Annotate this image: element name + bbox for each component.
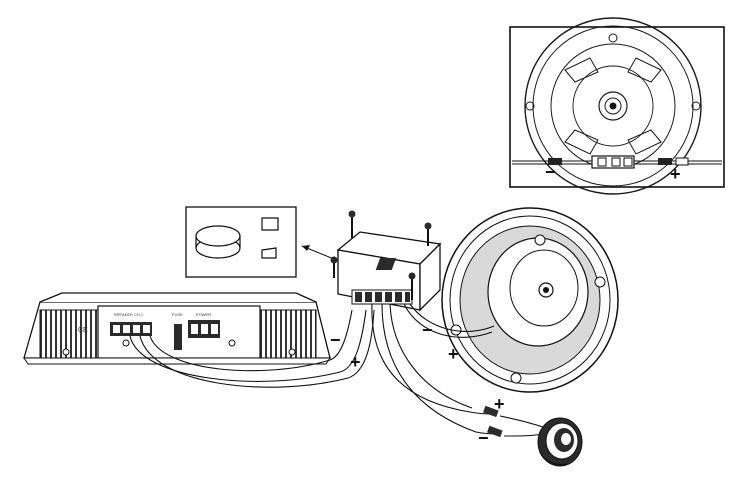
crossover-network xyxy=(331,211,441,311)
tweeter-connectors xyxy=(483,406,546,437)
tweeter-speaker xyxy=(538,418,582,466)
tweeter-cup-icon xyxy=(196,226,240,258)
tweeter-minus-label: − xyxy=(478,428,489,448)
amp-minus-label: − xyxy=(330,330,341,350)
woofer-speaker xyxy=(442,208,618,392)
woofer-plus-label: + xyxy=(448,344,459,364)
fuse-caption: FUSE xyxy=(172,312,183,317)
tweeter-plus-label: + xyxy=(494,394,505,414)
mounting-detail-callout xyxy=(186,207,296,277)
ce-mark: CE xyxy=(78,327,88,334)
amplifier xyxy=(24,293,330,364)
inset-minus-label: − xyxy=(545,162,556,182)
woofer-detail-inset: − + xyxy=(510,18,724,194)
inset-plus-label: + xyxy=(670,164,681,184)
power-caption: POWER xyxy=(196,312,211,317)
amp-terminal-caption: SPEAKER CH 1 xyxy=(114,312,144,317)
amp-plus-label: + xyxy=(350,352,361,372)
woofer-minus-label: − xyxy=(422,320,433,340)
